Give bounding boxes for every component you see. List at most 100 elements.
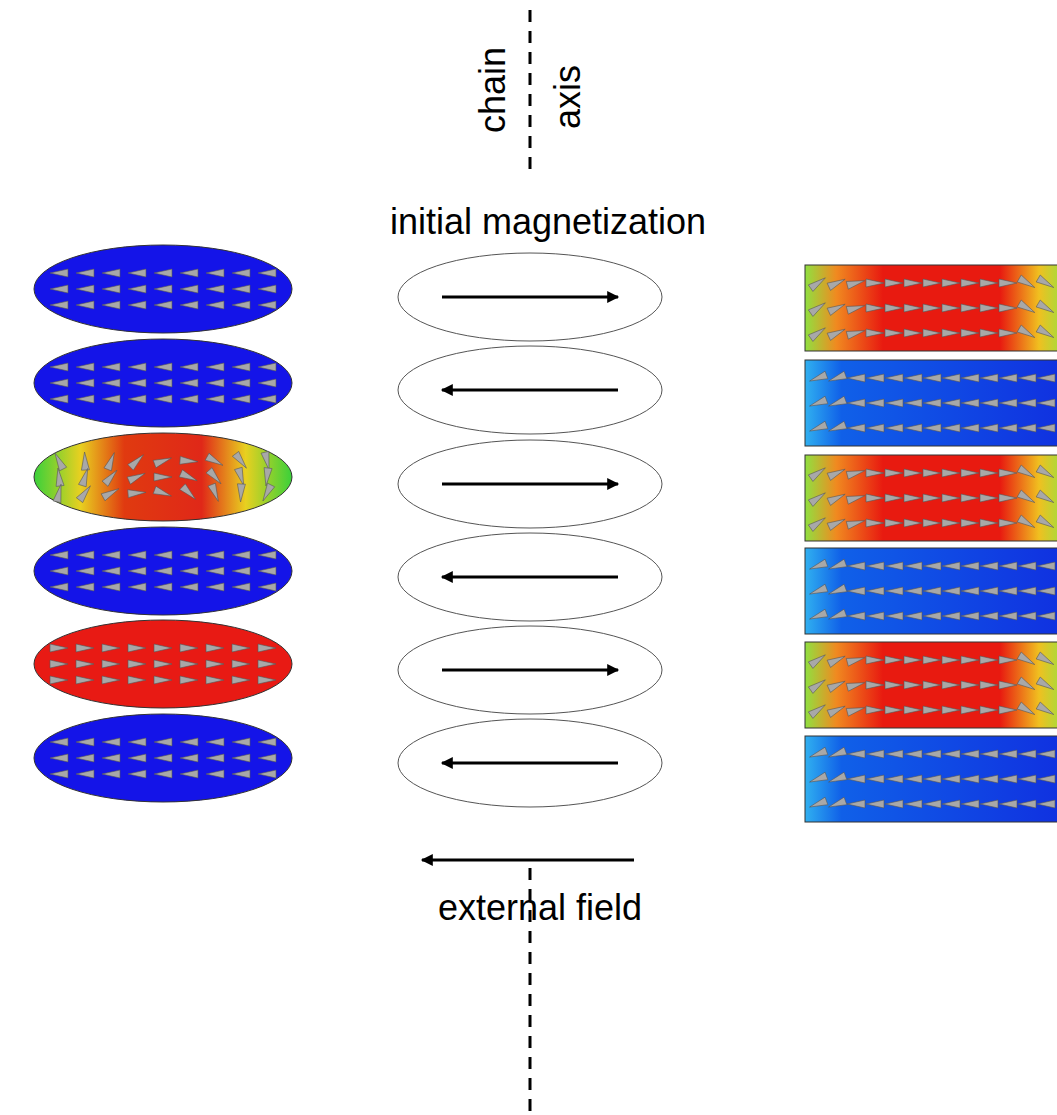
- moment-cone: [942, 279, 960, 287]
- moment-cone: [232, 379, 250, 387]
- simulated-prism: [805, 736, 1057, 822]
- schematic-ellipse: [398, 719, 662, 807]
- moment-cone: [1018, 374, 1036, 382]
- moment-cone: [866, 800, 884, 808]
- ellipse-body: [34, 527, 292, 615]
- moment-cone: [206, 551, 224, 559]
- moment-cone: [50, 551, 68, 559]
- moment-cone: [866, 494, 884, 502]
- moment-cone: [904, 681, 922, 689]
- moment-cone: [846, 496, 864, 505]
- moment-cone: [847, 800, 865, 808]
- moment-cone: [980, 562, 998, 570]
- moment-cone: [923, 424, 941, 432]
- moment-cone: [128, 490, 146, 498]
- moment-cone: [102, 567, 120, 575]
- moment-cone: [258, 644, 276, 652]
- moment-cone: [180, 738, 198, 746]
- moment-cone: [942, 775, 960, 783]
- moment-cone: [980, 775, 998, 783]
- moment-cone: [808, 278, 825, 292]
- moment-cone: [128, 676, 146, 684]
- moment-cone: [999, 469, 1017, 477]
- moment-cone: [206, 770, 224, 778]
- moment-cone: [258, 660, 276, 668]
- moment-cone: [258, 551, 276, 559]
- moment-cone: [128, 660, 146, 668]
- moment-cone: [999, 304, 1017, 312]
- moment-cone: [980, 681, 998, 689]
- axis-label: axis: [550, 65, 586, 129]
- moment-cone: [1036, 652, 1054, 664]
- moment-cone: [866, 656, 884, 664]
- moment-cone: [885, 494, 903, 502]
- simulated-ellipse: [34, 527, 292, 615]
- moment-cone: [232, 738, 250, 746]
- moment-cone: [102, 395, 120, 403]
- moment-cone: [829, 421, 847, 431]
- moment-cone: [50, 660, 68, 668]
- moment-cone: [961, 800, 979, 808]
- prism-body: [805, 548, 1057, 634]
- moment-cone: [810, 421, 828, 431]
- schematic-ellipse: [398, 440, 662, 528]
- moment-cone: [53, 484, 61, 502]
- moment-cone: [206, 363, 224, 371]
- moment-cone: [102, 660, 120, 668]
- moment-cone: [128, 455, 144, 470]
- moment-cone: [829, 747, 847, 757]
- moment-cone: [847, 612, 865, 620]
- moment-cone: [980, 519, 998, 527]
- moment-cone: [847, 562, 865, 570]
- moment-cone: [810, 747, 828, 757]
- moment-cone: [923, 469, 941, 477]
- moment-cone: [904, 587, 922, 595]
- moment-cone: [1036, 515, 1054, 527]
- moment-cone: [961, 374, 979, 382]
- moment-cone: [808, 680, 825, 694]
- moment-cone: [980, 304, 998, 312]
- moment-cone: [904, 279, 922, 287]
- moment-cone: [102, 363, 120, 371]
- moment-cone: [76, 676, 94, 684]
- moment-cone: [810, 559, 828, 569]
- moment-cone: [232, 285, 250, 293]
- moment-cone: [206, 754, 224, 762]
- moment-cone: [829, 797, 847, 807]
- moment-cone: [1018, 562, 1036, 570]
- moment-cone: [180, 754, 198, 762]
- moment-cone: [846, 331, 864, 340]
- prism-body: [805, 455, 1057, 541]
- moment-cone: [1036, 275, 1054, 287]
- moment-cone: [885, 587, 903, 595]
- moment-cone: [923, 800, 941, 808]
- moment-cone: [50, 301, 68, 309]
- moment-cone: [942, 750, 960, 758]
- moment-cone: [942, 374, 960, 382]
- moment-cone: [232, 567, 250, 575]
- moment-cone: [76, 363, 94, 371]
- moment-cone: [206, 379, 224, 387]
- moment-cone: [904, 775, 922, 783]
- moment-cone: [232, 754, 250, 762]
- moment-cone: [180, 395, 198, 403]
- moment-cone: [180, 660, 198, 668]
- moment-cone: [232, 395, 250, 403]
- moment-cone: [999, 750, 1017, 758]
- moment-cone: [258, 379, 276, 387]
- moment-cone: [980, 424, 998, 432]
- moment-cone: [208, 483, 218, 501]
- moment-cone: [128, 770, 146, 778]
- moment-cone: [808, 328, 825, 342]
- moment-cone: [810, 609, 828, 619]
- moment-cone: [961, 706, 979, 714]
- moment-cone: [206, 738, 224, 746]
- moment-cone: [942, 800, 960, 808]
- moment-cone: [923, 562, 941, 570]
- moment-cone: [885, 775, 903, 783]
- moment-cone: [1037, 399, 1055, 407]
- moment-cone: [999, 706, 1017, 714]
- magnetization-arrow: [442, 576, 618, 579]
- moment-cone: [866, 519, 884, 527]
